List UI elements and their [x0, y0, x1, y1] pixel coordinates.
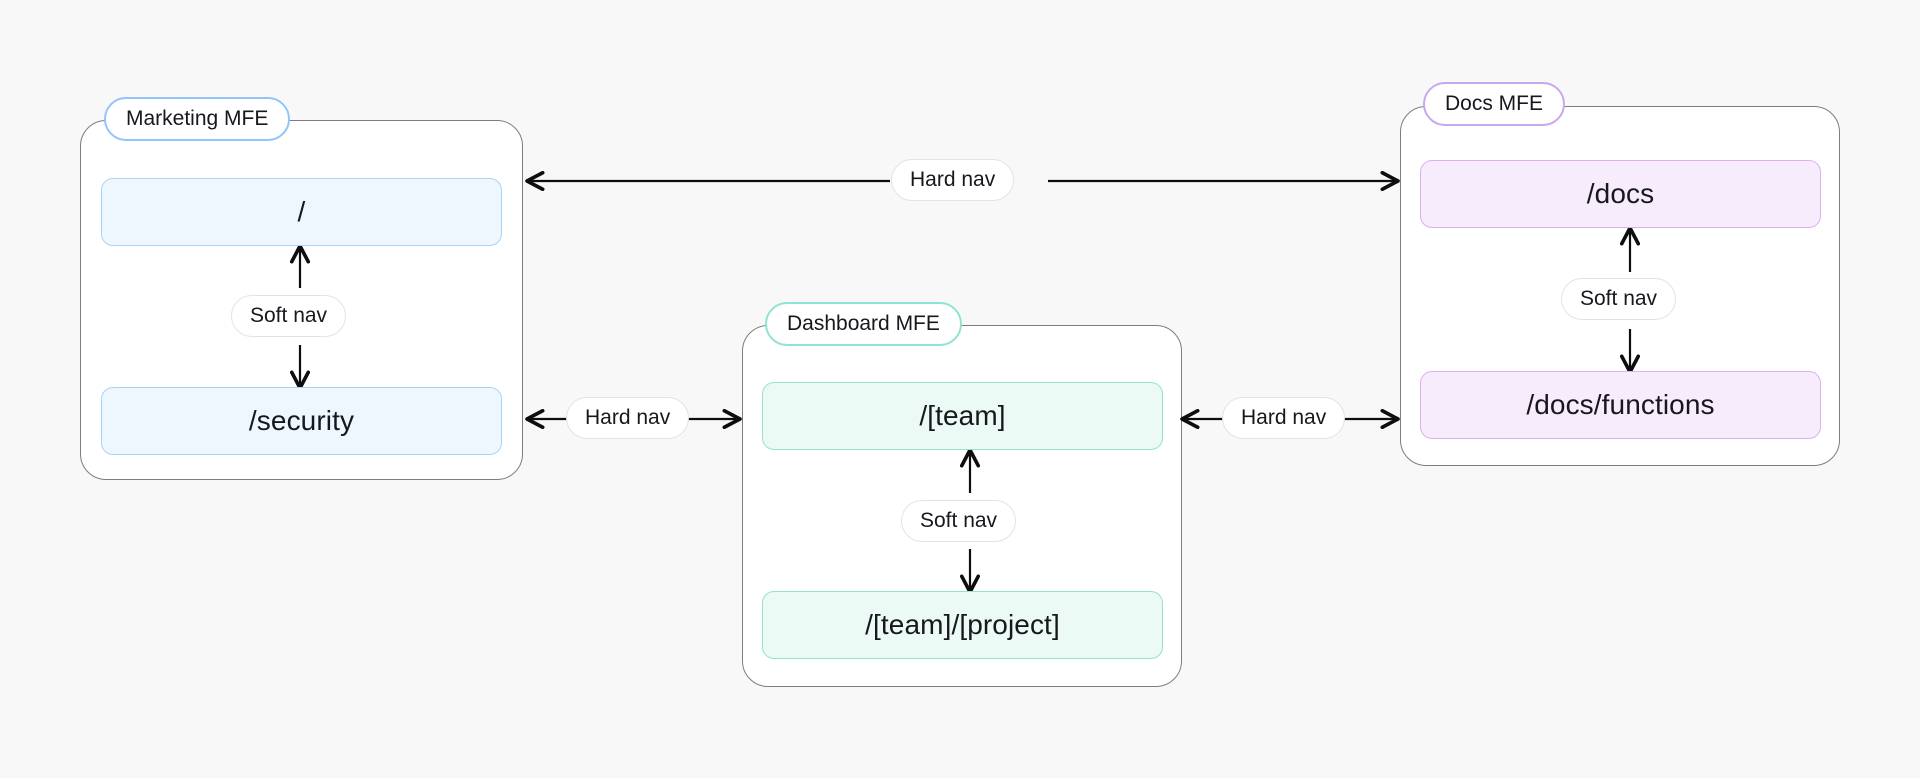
edge-label-marketing-soft-nav: Soft nav	[231, 295, 347, 337]
group-label-marketing-mfe: Marketing MFE	[104, 97, 291, 141]
node-docs-functions[interactable]: /docs/functions	[1420, 371, 1821, 439]
node-docs-root[interactable]: /docs	[1420, 160, 1821, 228]
group-label-dashboard-mfe: Dashboard MFE	[765, 302, 962, 346]
edge-label-dashboard-soft-nav: Soft nav	[901, 500, 1017, 542]
edge-label-docs-soft-nav: Soft nav	[1561, 278, 1677, 320]
edge-label-marketing-dashboard-hard-nav: Hard nav	[566, 397, 690, 439]
node-dashboard-team[interactable]: /[team]	[762, 382, 1163, 450]
node-marketing-security[interactable]: /security	[101, 387, 502, 455]
node-marketing-root[interactable]: /	[101, 178, 502, 246]
node-dashboard-project[interactable]: /[team]/[project]	[762, 591, 1163, 659]
edge-label-marketing-docs-hard-nav: Hard nav	[891, 159, 1015, 201]
group-label-docs-mfe: Docs MFE	[1423, 82, 1566, 126]
edge-label-dashboard-docs-hard-nav: Hard nav	[1222, 397, 1346, 439]
